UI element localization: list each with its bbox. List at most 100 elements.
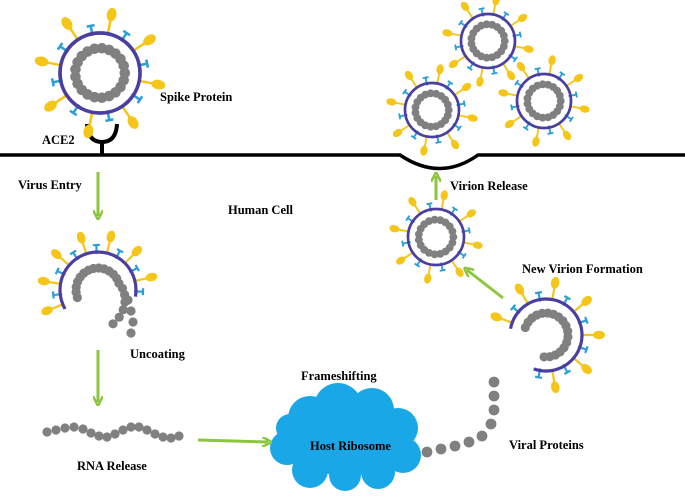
spike-protein-head [34,56,49,67]
spike-protein-blue-cap [405,215,411,222]
spike-protein-blue-cap [559,71,566,77]
spike-protein-blue-cap [439,268,446,272]
viral-envelope [406,207,466,267]
spike-protein-blue-cap [478,7,485,11]
spike-protein-blue-cap [509,303,517,311]
spike-protein-blue-cap [398,113,402,120]
viral-envelope [403,81,461,139]
rna-bead [463,436,475,448]
label-human-cell: Human Cell [228,203,293,217]
spike-protein-blue-cap [54,267,60,275]
spike-protein-blue-cap [534,67,541,71]
arrow-new-virion [467,270,504,300]
label-spike-protein: Spike Protein [160,90,232,104]
spike-protein-blue-cap [134,264,140,272]
spike-protein-head [573,73,584,83]
spike-protein-head [490,312,503,322]
forming-virus [490,276,605,394]
spike-protein-blue-cap [51,291,55,299]
rna-bead [51,425,61,435]
rna-bead [488,390,500,402]
uncoating-virus [37,230,158,338]
spike-protein-head [492,0,500,6]
spike-protein-head [550,381,560,394]
spike-protein-blue-cap [491,71,498,75]
spike-protein-head [506,70,516,81]
viral-envelope [459,12,517,70]
rna-bead [488,376,500,388]
rna-bead [78,424,88,434]
rna-strand [42,422,184,443]
rna-bead [102,432,112,442]
spike-protein-blue-cap [414,262,421,268]
rna-bead [448,227,457,236]
rna-bead [94,431,104,441]
label-viral-proteins: Viral Proteins [509,438,584,452]
host-ribosome [270,383,421,491]
rna-bead [114,312,124,322]
spike-protein-head [37,276,50,286]
spike-protein-blue-cap [69,249,77,256]
spike-protein-blue-cap [69,109,78,117]
spike-protein-blue-cap [451,206,458,212]
spike-protein-head [550,276,560,289]
spike-protein-head [389,225,400,233]
spike-protein-blue-cap [518,31,522,38]
spike-protein-head [461,82,472,92]
spike-protein-head [76,231,86,244]
spike-protein-blue-cap [563,295,572,301]
cell-membrane [0,153,685,171]
spike-protein-blue-cap [410,134,417,140]
spike-protein-head [579,105,590,113]
spike-protein-blue-cap [563,369,572,375]
spike-protein-head [440,190,448,201]
spike-protein-head [83,124,94,139]
spike-protein-head [436,64,444,75]
spike-protein-blue-cap [466,65,473,71]
viral-envelope-open [58,250,138,310]
spike-protein-blue-cap [401,240,405,247]
spike-protein-head [476,76,484,87]
spike-protein-head [516,61,526,72]
rna-bead [134,422,144,432]
rna-bead [126,422,136,432]
spike-protein-head [420,145,428,156]
spike-protein-blue-cap [56,42,64,51]
spike-protein-blue-cap [435,140,442,144]
rna-bead [118,60,129,71]
viral-envelope [515,72,573,130]
spike-protein-head [61,17,73,30]
virion [442,0,534,87]
spike-protein-head [517,13,528,23]
spike-protein-blue-cap [105,118,114,123]
spike-protein-head [131,245,143,257]
rna-bead [60,423,70,433]
virion [389,190,483,284]
label-new-virion-formation: New Virion Formation [522,262,643,276]
spike-protein-blue-cap [584,346,589,354]
label-virion-release: Virion Release [450,179,528,193]
spike-protein-blue-cap [534,290,543,295]
spike-protein-head [106,7,117,22]
rna-bead [126,328,136,338]
spike-protein-head [460,1,470,12]
label-frameshifting: Frameshifting [301,369,377,383]
spike-protein-blue-cap [402,88,408,95]
virion [34,7,166,139]
virion [386,64,478,156]
spike-protein-blue-cap [136,95,144,104]
viral-envelope [58,31,142,115]
rna-bead [128,317,138,327]
spike-protein-blue-cap [461,252,467,259]
rna-bead [488,404,500,416]
spike-protein-head [581,364,592,375]
spike-protein-blue-cap [447,80,454,86]
spike-protein-head [548,55,556,66]
spike-protein-blue-cap [422,76,429,80]
spike-protein-blue-cap [512,56,518,63]
spike-protein-head [145,272,158,282]
spike-protein-blue-cap [426,202,433,206]
rna-bead [42,427,52,437]
spike-protein-head [514,283,525,295]
spike-protein-head [396,256,406,265]
